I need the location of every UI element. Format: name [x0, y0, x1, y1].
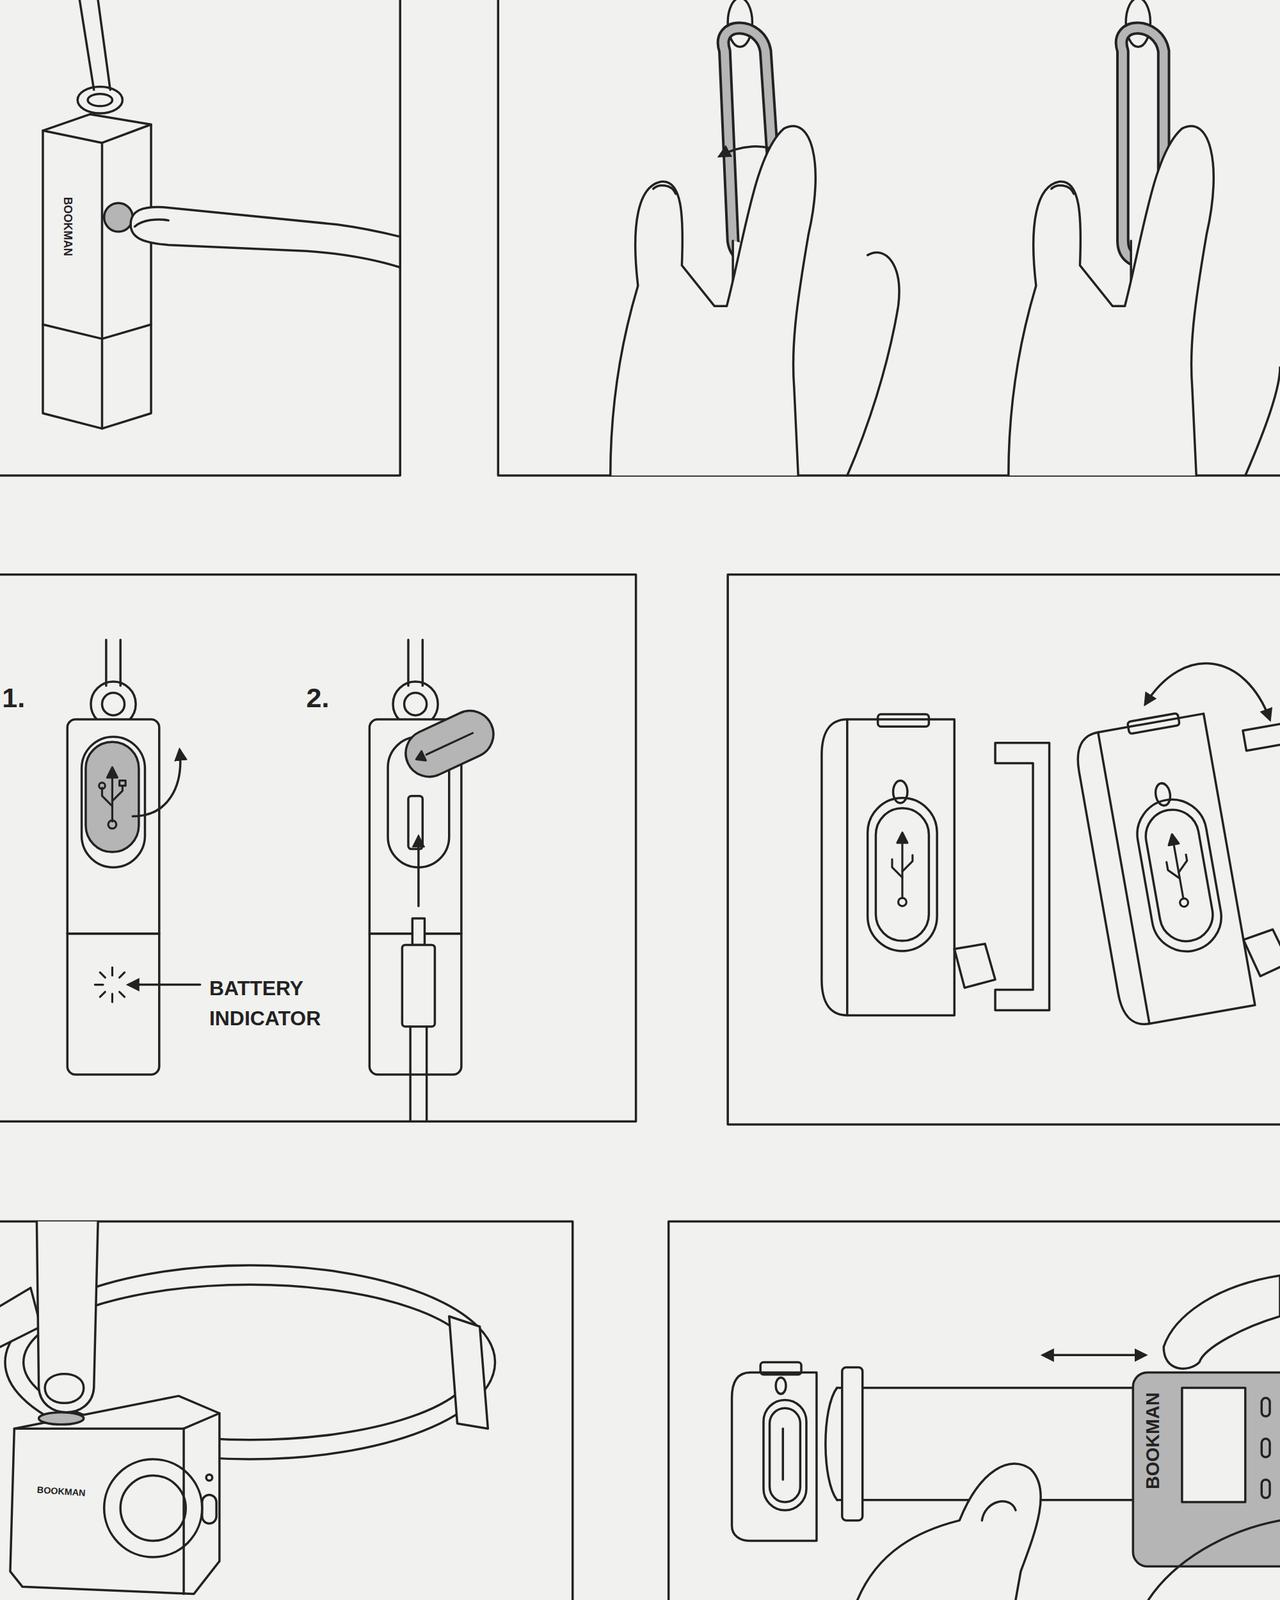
panel-frame	[0, 574, 637, 1122]
carabiner-hands	[610, 0, 1280, 476]
callout-label: BATTERY INDICATOR	[209, 972, 347, 1034]
step-number: 1.	[1, 681, 25, 715]
step1-device	[67, 640, 200, 1075]
panel-frame	[497, 0, 1280, 476]
strap-adjust	[732, 1275, 1280, 1600]
panel-frame	[727, 574, 1280, 1125]
brand-text: BOOKMAN	[36, 1484, 86, 1499]
battery-indicator	[94, 967, 125, 1002]
panel-frame	[0, 1221, 573, 1600]
brand-text: BOOKMAN	[1142, 1392, 1165, 1490]
headlamp	[0, 1221, 496, 1594]
brand-text: BOOKMAN	[60, 197, 75, 257]
leader-line	[128, 983, 201, 987]
keychain-light	[42, 0, 400, 429]
step-number: 2.	[305, 681, 329, 715]
step2-device	[369, 640, 502, 1122]
module-in-clip	[821, 663, 1280, 1029]
panel-frame	[0, 0, 400, 476]
